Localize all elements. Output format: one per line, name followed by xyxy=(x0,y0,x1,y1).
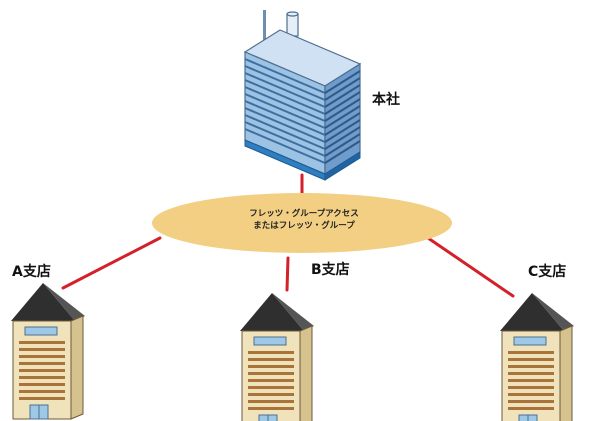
branch-c-label: C支店 xyxy=(528,264,567,280)
network-ellipse xyxy=(152,193,452,253)
branch-b-label: B支店 xyxy=(311,262,350,278)
network-label-line1: フレッツ・グループアクセス xyxy=(249,209,359,219)
branch-building-icon xyxy=(240,293,314,421)
branch-a-label: A支店 xyxy=(12,264,51,280)
link-network-branch-c xyxy=(426,236,515,298)
branch-building-icon xyxy=(11,283,85,420)
link-network-branch-a xyxy=(61,236,162,290)
network-label: フレッツ・グループアクセス またはフレッツ・グループ xyxy=(158,208,450,232)
network-label-line2: またはフレッツ・グループ xyxy=(253,221,355,231)
branch-building-icon xyxy=(500,293,574,421)
head-office-label: 本社 xyxy=(372,92,400,108)
link-network-branch-b xyxy=(285,256,290,292)
office-tower-icon xyxy=(243,10,362,181)
